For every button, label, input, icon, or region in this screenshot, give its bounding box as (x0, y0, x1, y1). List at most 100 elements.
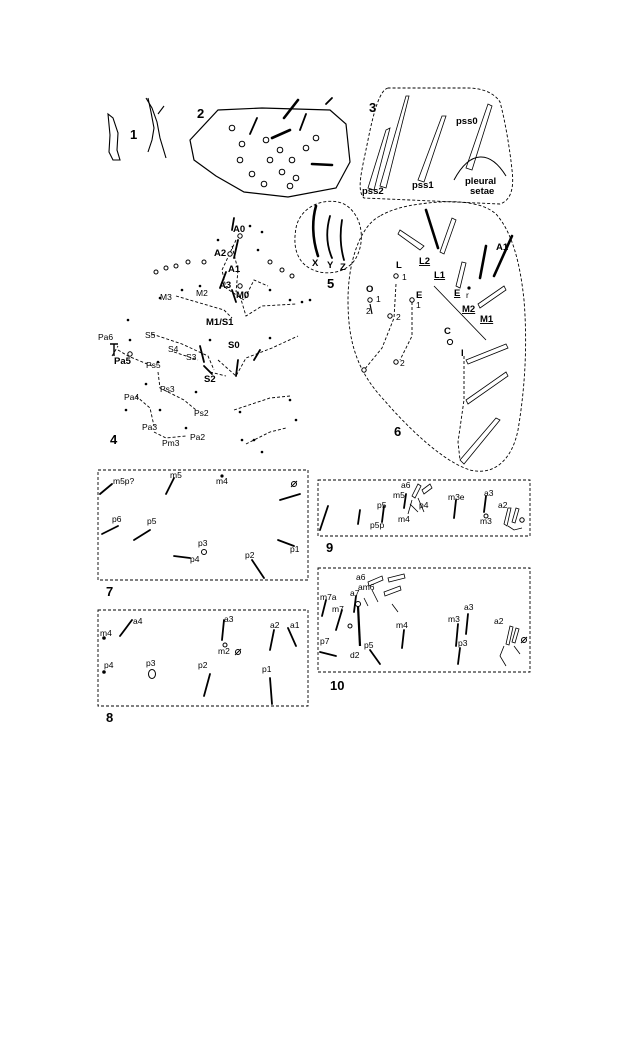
fig8-dot-m4 (102, 636, 106, 640)
fig5-label: X (312, 258, 319, 269)
fig3-seta-pss0 (465, 103, 493, 171)
figure-8: m4 a4 a3 m2 a2 a1 p4 p3 p2 p1 8 (97, 609, 309, 725)
fig4-label: S5 (145, 330, 156, 340)
fig5-label: Z (340, 262, 346, 273)
fig6-pore (387, 313, 393, 319)
fig8-number: 8 (106, 710, 113, 725)
fig5-boundary (294, 200, 362, 274)
fig8-label: a1 (290, 620, 300, 630)
fig3-pleural-curve (453, 156, 507, 181)
fig4-seta (231, 289, 237, 303)
fig6-label: M1 (480, 314, 494, 325)
fig6-seta-L1 (424, 208, 440, 250)
fig10-label: am6 (358, 582, 375, 592)
fig6-pore (409, 297, 415, 303)
fig8-pore-p3 (148, 669, 156, 679)
fig10-seta-p7 (319, 651, 337, 657)
fig4-line (221, 239, 269, 301)
fig8-pore-mark (234, 648, 242, 656)
fig6-label: 1 (376, 294, 381, 304)
fig10-label: m7 (332, 604, 344, 614)
fig8-seta-a3 (221, 619, 225, 641)
fig10-number: 10 (330, 678, 344, 693)
fig4-line (117, 349, 153, 367)
fig6-label: O (366, 284, 373, 295)
fig4-line (239, 295, 297, 317)
figure-2: 2 (189, 97, 351, 198)
fig10-seta (511, 627, 520, 644)
fig4-label: Pa6 (98, 332, 113, 342)
fig4-label: M1/S1 (206, 317, 234, 328)
fig2-outline (189, 107, 351, 198)
fig10-pore-mark (520, 636, 528, 644)
fig4-label: M0 (236, 290, 249, 301)
fig10-seta-a6 (367, 575, 384, 587)
fig10-seta-d2 (356, 605, 362, 647)
fig10-label: m3 (448, 614, 460, 624)
fig4-label: Pa2 (190, 432, 205, 442)
fig7-dot-m4 (220, 474, 224, 478)
fig6-chain (363, 283, 397, 371)
fig2-seta (299, 113, 307, 131)
fig7-number: 7 (106, 584, 113, 599)
fig4-line (233, 395, 291, 411)
fig6-label: I (461, 348, 464, 359)
fig8-label: a3 (224, 614, 234, 624)
fig4-pore-a0 (237, 233, 243, 239)
fig3-label: pleural (465, 176, 496, 187)
fig6-chain (457, 356, 465, 461)
fig2-seta (270, 128, 292, 140)
fig8-seta-a1 (287, 627, 297, 647)
fig10-label: a6 (356, 572, 366, 582)
fig4-seta (231, 217, 235, 231)
fig5-number: 5 (327, 276, 334, 291)
fig8-dot-p4 (102, 670, 106, 674)
fig1-number: 1 (130, 127, 137, 142)
fig4-line (111, 345, 119, 357)
fig4-line (151, 333, 215, 371)
fig8-label: p4 (104, 660, 114, 670)
figure-5: X Y Z 5 (294, 200, 362, 291)
fig6-pore (367, 297, 373, 303)
fig7-seta-p5 (133, 529, 151, 541)
fig9-label: p5 (377, 500, 387, 510)
fig4-line (245, 427, 287, 445)
fig4-label: S4 (168, 344, 179, 354)
fig2-number: 2 (197, 106, 204, 121)
fig10-label: a2 (494, 616, 504, 626)
fig6-label: M2 (462, 304, 475, 315)
fig7-label: m5p? (113, 476, 135, 486)
fig7-seta-p4 (173, 555, 191, 559)
fig7-label: p5 (147, 516, 157, 526)
fig6-seta-M2 (477, 285, 507, 309)
fig10-label: a7 (350, 588, 360, 598)
fig9-label: p4 (419, 500, 429, 510)
fig4-line (157, 371, 197, 411)
fig7-pore-p3 (201, 549, 207, 555)
fig9-label: m3e (448, 492, 465, 502)
fig4-label: S2 (204, 374, 216, 385)
fig1-seta-right (145, 97, 167, 159)
fig4-label: Pm3 (162, 438, 180, 448)
fig6-pore (361, 367, 367, 373)
fig2-seta (325, 97, 333, 105)
fig8-label: m4 (100, 628, 112, 638)
fig10-seta-m3 (455, 623, 459, 647)
fig10-seta-a2 (505, 625, 514, 646)
fig1-sclerite-outline (107, 112, 121, 161)
fig6-label: 1 (416, 300, 421, 310)
fig4-pores (124, 224, 312, 454)
fig6-seta-A1a (478, 244, 488, 280)
fig4-label: Ps2 (194, 408, 209, 418)
fig7-label: p4 (190, 554, 200, 564)
fig6-seta (459, 417, 501, 465)
fig4-number: 4 (110, 432, 118, 447)
fig7-label: p6 (112, 514, 122, 524)
fig6-chain (399, 302, 413, 361)
fig7-seta-p2 (251, 559, 265, 579)
fig9-seta (421, 483, 433, 495)
fig10-seta-am6 (383, 585, 402, 597)
fig7-label: m5 (170, 470, 182, 480)
fig3-number: 3 (369, 100, 376, 115)
fig6-seta (439, 217, 457, 255)
